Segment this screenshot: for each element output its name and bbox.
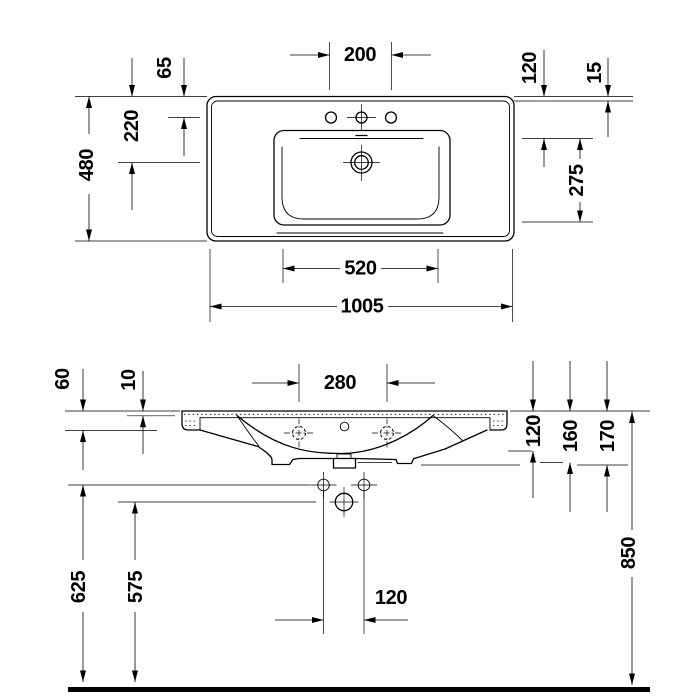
mounting-holes-front bbox=[310, 472, 377, 517]
drain-top bbox=[343, 145, 380, 181]
top-view: 200 65 220 480 120 15 bbox=[75, 42, 633, 322]
drain-outlet-front bbox=[332, 453, 357, 469]
dim-front-depth-outer: 170 bbox=[597, 420, 619, 452]
dim-top-back-rim: 15 bbox=[584, 62, 606, 84]
dim-top-edge-to-drain: 220 bbox=[121, 110, 143, 142]
dim-front-depth-mid: 160 bbox=[560, 420, 582, 452]
dim-top-back-to-basin: 120 bbox=[519, 52, 541, 84]
dim-front-fixing-height: 625 bbox=[68, 571, 90, 603]
washbasin-top-outline bbox=[206, 95, 515, 242]
dim-top-overall-width: 1005 bbox=[341, 296, 384, 318]
tap-holes-top bbox=[324, 104, 398, 131]
dim-front-edge-height: 60 bbox=[52, 368, 74, 390]
dim-front-tap-spacing: 280 bbox=[324, 372, 356, 394]
top-view-dimensions: 200 65 220 480 120 15 bbox=[75, 42, 633, 322]
dim-front-drain-height: 575 bbox=[125, 571, 147, 603]
dim-top-overall-depth: 480 bbox=[76, 149, 98, 181]
dim-front-lip: 10 bbox=[118, 369, 140, 391]
dim-front-fixing-spacing: 120 bbox=[375, 587, 407, 609]
dim-top-basin-depth: 275 bbox=[566, 164, 588, 196]
front-view-dimensions: 280 60 10 120 160 170 bbox=[52, 361, 650, 685]
front-view: 280 60 10 120 160 170 bbox=[52, 361, 650, 692]
dim-top-tap-spacing: 200 bbox=[344, 44, 376, 66]
dim-front-rim-height: 850 bbox=[618, 537, 640, 569]
center-tap-hole bbox=[339, 421, 350, 432]
dim-top-basin-width: 520 bbox=[344, 258, 376, 280]
washbasin-front-outline bbox=[181, 410, 508, 517]
floor-line bbox=[68, 687, 650, 692]
dim-top-edge-to-taps: 65 bbox=[154, 57, 176, 79]
tap-holes-front bbox=[284, 418, 402, 448]
dim-front-depth-bowl: 120 bbox=[523, 415, 545, 447]
